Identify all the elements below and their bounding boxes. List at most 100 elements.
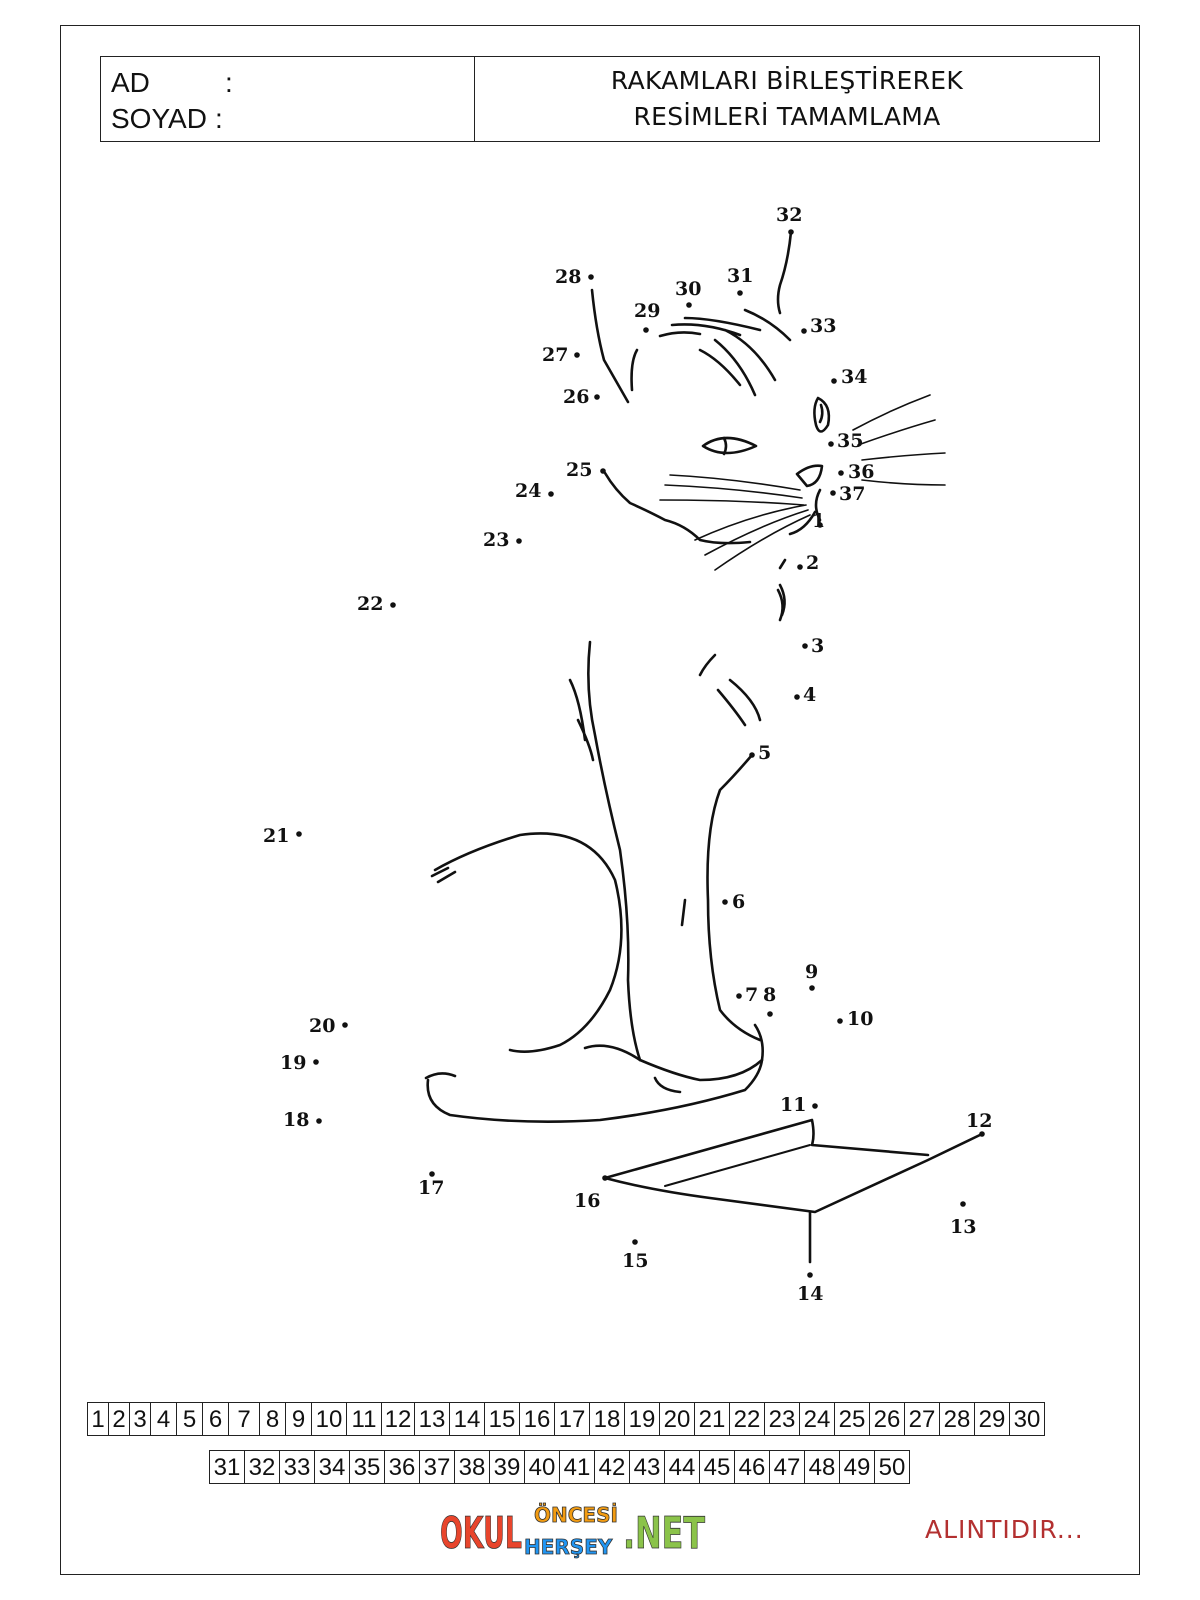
number-cell: 42: [594, 1450, 630, 1484]
dot-number: 4: [803, 684, 816, 706]
number-cell: 14: [449, 1402, 485, 1436]
dot-number: 35: [837, 430, 863, 452]
site-logo: OKUL ÖNCESİ HERŞEY .NET: [440, 1503, 706, 1560]
dot-point: [737, 290, 743, 296]
number-cell: 4: [150, 1402, 177, 1436]
dot-number: 8: [763, 984, 776, 1006]
dot-point: [686, 302, 692, 308]
number-cell: 27: [904, 1402, 940, 1436]
left-eye: [701, 436, 758, 455]
number-cell: 45: [699, 1450, 735, 1484]
worksheet-title: RAKAMLARI BİRLEŞTİREREK RESİMLERİ TAMAML…: [475, 57, 1099, 141]
nose: [795, 464, 824, 488]
dot-point: [390, 602, 396, 608]
dot-15: 15: [622, 1239, 648, 1272]
dot-9: 9: [805, 961, 818, 991]
dot-number: 19: [280, 1052, 306, 1074]
logo-word-hersey: HERŞEY: [524, 1535, 613, 1559]
dot-20: 20: [309, 1015, 348, 1037]
dot-point: [837, 1018, 843, 1024]
number-cell: 7: [228, 1402, 260, 1436]
dot-point: [342, 1022, 348, 1028]
tail-tip-fur: [430, 866, 457, 884]
tray-inner-edge: [664, 1144, 811, 1187]
dot-number: 12: [966, 1110, 992, 1132]
dot-7: 7: [736, 984, 758, 1006]
name-label: AD: [111, 67, 150, 98]
tray-front-edge: [603, 1132, 984, 1214]
dot-number: 20: [309, 1015, 335, 1037]
dot-25: 25: [566, 459, 606, 481]
neck-fur: [776, 558, 787, 622]
dot-number: 32: [776, 204, 802, 226]
number-cell: 28: [939, 1402, 975, 1436]
number-cell: 17: [554, 1402, 590, 1436]
number-cell: 29: [974, 1402, 1010, 1436]
dot-point: [722, 899, 728, 905]
number-cell: 49: [839, 1450, 875, 1484]
number-cell: 48: [804, 1450, 840, 1484]
dot-number: 18: [283, 1109, 309, 1131]
right-ear-line: [776, 230, 793, 315]
dot-number: 11: [780, 1094, 806, 1116]
dot-point: [749, 752, 755, 758]
number-cell: 5: [176, 1402, 203, 1436]
dot-point: [797, 564, 803, 570]
number-cell: 47: [769, 1450, 805, 1484]
dot-number: 27: [542, 344, 568, 366]
right-eye: [813, 396, 831, 433]
header-box: AD : SOYAD : RAKAMLARI BİRLEŞTİREREK RES…: [100, 56, 1100, 142]
dot-number: 2: [806, 552, 819, 574]
dot-8: 8: [763, 984, 776, 1017]
dot-point: [979, 1131, 985, 1137]
surname-label: SOYAD: [111, 103, 207, 134]
number-cell: 21: [694, 1402, 730, 1436]
number-cell: 9: [285, 1402, 312, 1436]
number-cell: 41: [559, 1450, 595, 1484]
dot-18: 18: [283, 1109, 322, 1131]
number-cell: 35: [349, 1450, 385, 1484]
dot-13: 13: [950, 1201, 976, 1238]
dot-point: [313, 1059, 319, 1065]
number-cell: 11: [346, 1402, 382, 1436]
credit-text: ALINTIDIR...: [925, 1515, 1084, 1544]
number-cell: 43: [629, 1450, 665, 1484]
number-cell: 26: [869, 1402, 905, 1436]
dot-point: [812, 1103, 818, 1109]
dot-number: 7: [745, 984, 758, 1006]
number-cell: 39: [489, 1450, 525, 1484]
surname-row: SOYAD :: [111, 101, 464, 137]
cat-outline: [424, 230, 984, 1264]
dot-point: [574, 352, 580, 358]
dot-number: 31: [727, 265, 753, 287]
dot-28: 28: [555, 266, 594, 288]
dot-number: 16: [574, 1190, 600, 1212]
number-cell: 13: [414, 1402, 450, 1436]
dot-6: 6: [722, 891, 745, 913]
dot-number: 13: [950, 1216, 976, 1238]
number-cell: 30: [1009, 1402, 1045, 1436]
number-cell: 32: [244, 1450, 280, 1484]
dot-number: 23: [483, 529, 509, 551]
dot-34: 34: [831, 366, 867, 388]
dot-number: 3: [811, 635, 824, 657]
dot-point: [830, 490, 836, 496]
dot-10: 10: [837, 1008, 873, 1030]
dot-number: 1: [812, 510, 825, 532]
dot-number: 5: [758, 742, 771, 764]
dot-point: [960, 1201, 966, 1207]
dot-number: 28: [555, 266, 581, 288]
number-cell: 31: [209, 1450, 245, 1484]
dot-37: 37: [830, 483, 865, 505]
number-cell: 36: [384, 1450, 420, 1484]
dot-12: 12: [966, 1110, 992, 1137]
dot-1: 1: [812, 510, 825, 532]
dot-24: 24: [515, 480, 554, 502]
dot-number: 25: [566, 459, 592, 481]
dot-point: [807, 1272, 813, 1278]
dot-point: [429, 1171, 435, 1177]
surname-separator: :: [214, 103, 223, 134]
